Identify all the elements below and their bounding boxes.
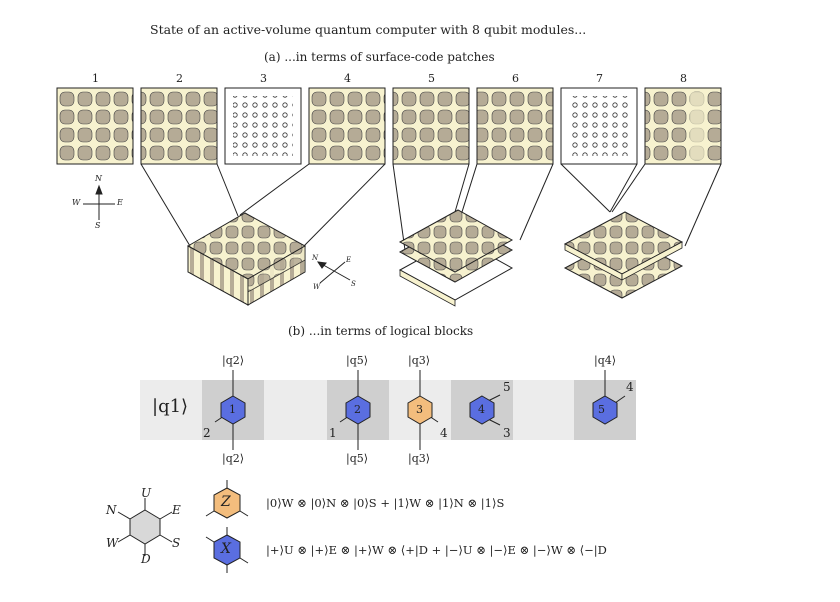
legend-d: D bbox=[141, 552, 151, 566]
iso-compass-w: W bbox=[313, 283, 321, 291]
block-num-1: 1 bbox=[229, 403, 236, 416]
compass-e: E bbox=[117, 198, 123, 207]
module-label-5: 5 bbox=[428, 72, 435, 85]
figure-title: State of an active-volume quantum comput… bbox=[150, 22, 587, 37]
block-4-port-right-top: 5 bbox=[503, 380, 511, 394]
legend-e: E bbox=[172, 503, 181, 517]
module-label-7: 7 bbox=[596, 72, 603, 85]
block-4-port-right-bottom: 3 bbox=[503, 426, 511, 440]
compass-w: W bbox=[72, 198, 81, 207]
block-num-2: 2 bbox=[354, 403, 361, 416]
block-num-4: 4 bbox=[478, 403, 485, 416]
block-3-bottom-ket: |q3⟩ bbox=[408, 452, 431, 465]
legend-z-symbol: Z bbox=[221, 494, 231, 510]
connector-lines bbox=[140, 163, 722, 251]
block-1-bottom-ket: |q2⟩ bbox=[222, 452, 245, 465]
block-hex-5[interactable] bbox=[592, 395, 618, 425]
block-1-top-ket: |q2⟩ bbox=[222, 354, 245, 367]
patch-stack-2 bbox=[398, 209, 514, 307]
block-num-3: 3 bbox=[416, 403, 423, 416]
legend-z-hex bbox=[205, 480, 249, 519]
iso-compass-n: N bbox=[312, 254, 319, 262]
patch-stack-3 bbox=[563, 211, 684, 299]
compass-rose bbox=[83, 184, 115, 220]
module-6 bbox=[476, 87, 554, 165]
module-row bbox=[56, 87, 722, 165]
block-num-5: 5 bbox=[598, 403, 605, 416]
legend-s: S bbox=[172, 536, 181, 550]
iso-compass-e: E bbox=[346, 256, 352, 264]
module-4 bbox=[308, 87, 386, 165]
module-label-6: 6 bbox=[512, 72, 519, 85]
block-3-port-right: 4 bbox=[440, 426, 448, 440]
module-label-4: 4 bbox=[344, 72, 351, 85]
block-3-top-ket: |q3⟩ bbox=[408, 354, 431, 367]
legend-n: N bbox=[106, 503, 117, 517]
legend-compass-hex bbox=[117, 498, 173, 556]
block-5-port-right-top: 4 bbox=[626, 380, 634, 394]
subtitle-b: (b) ...in terms of logical blocks bbox=[288, 324, 474, 338]
block-hex-2[interactable] bbox=[345, 395, 371, 425]
block-2-top-ket: |q5⟩ bbox=[346, 354, 369, 367]
qubit-row-label: |q1⟩ bbox=[152, 396, 189, 417]
module-2 bbox=[140, 87, 218, 165]
legend-x-symbol: X bbox=[221, 541, 231, 557]
block-hex-1[interactable] bbox=[220, 395, 246, 425]
iso-compass-s: S bbox=[351, 280, 356, 288]
module-label-3: 3 bbox=[260, 72, 267, 85]
module-5 bbox=[392, 87, 470, 165]
legend-w: W bbox=[106, 536, 119, 550]
compass-s: S bbox=[95, 221, 101, 230]
module-label-8: 8 bbox=[680, 72, 687, 85]
module-label-1: 1 bbox=[92, 72, 99, 85]
patch-stack-1 bbox=[186, 212, 307, 306]
module-7 bbox=[560, 87, 638, 165]
legend-x-hex bbox=[205, 527, 249, 573]
legend-u: U bbox=[141, 486, 152, 500]
legend-z-formula: |0⟩W ⊗ |0⟩N ⊗ |0⟩S + |1⟩W ⊗ |1⟩N ⊗ |1⟩S bbox=[266, 496, 505, 510]
module-8 bbox=[644, 87, 722, 165]
compass-n: N bbox=[95, 174, 102, 183]
block-hex-3[interactable] bbox=[407, 395, 433, 425]
module-3 bbox=[224, 87, 302, 165]
block-2-port-left: 1 bbox=[329, 426, 337, 440]
block-5-top-ket: |q4⟩ bbox=[594, 354, 617, 367]
block-1-port-left: 2 bbox=[203, 426, 211, 440]
legend-x-formula: |+⟩U ⊗ |+⟩E ⊗ |+⟩W ⊗ ⟨+|D + |−⟩U ⊗ |−⟩E … bbox=[266, 543, 607, 557]
block-hex-4[interactable] bbox=[469, 395, 495, 425]
subtitle-a: (a) ...in terms of surface-code patches bbox=[264, 50, 495, 64]
iso-compass bbox=[316, 261, 351, 284]
block-2-bottom-ket: |q5⟩ bbox=[346, 452, 369, 465]
module-1 bbox=[56, 87, 134, 165]
module-label-2: 2 bbox=[176, 72, 183, 85]
